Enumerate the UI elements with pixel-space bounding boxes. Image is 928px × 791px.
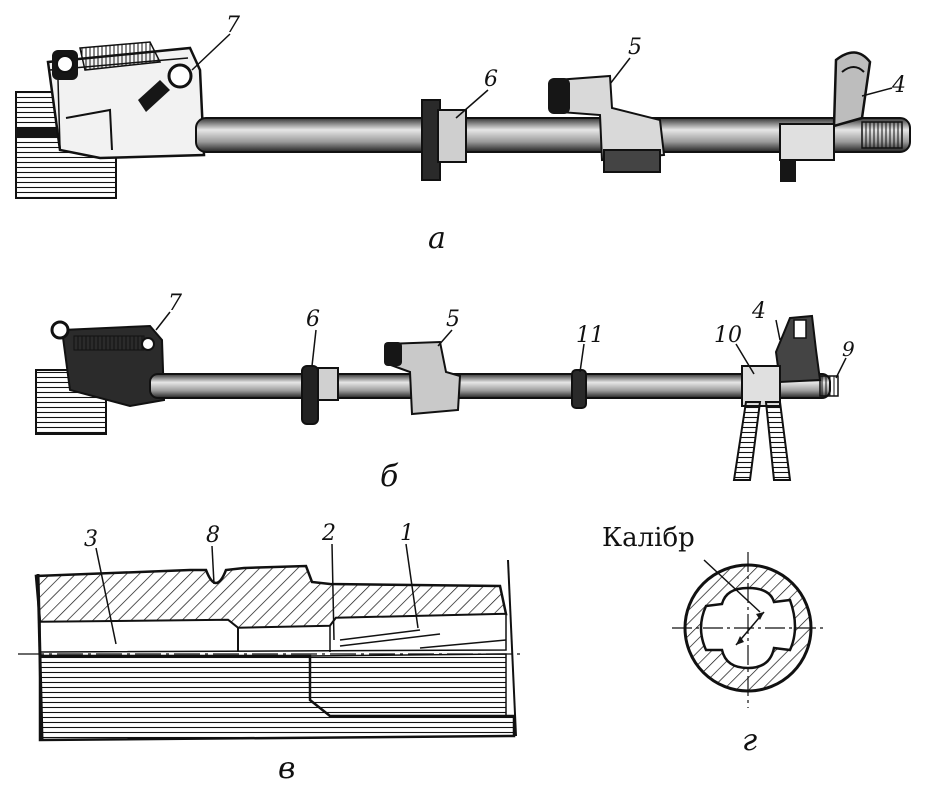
panel-v-labels: 3 8 2 1 в: [84, 521, 419, 786]
panel-a-label-6: 6: [484, 67, 498, 92]
panel-g-labels: Калібр г: [602, 523, 757, 758]
panel-b-label-7: 7: [168, 291, 182, 316]
panel-v-letter: в: [278, 751, 295, 786]
panel-b-drawing: [35, 314, 839, 481]
panel-b-label-10: 10: [714, 323, 742, 348]
panel-v-label-2: 2: [321, 521, 336, 546]
panel-b-label-9: 9: [842, 337, 855, 361]
caliber-label: Калібр: [602, 523, 695, 553]
panel-b-label-6: 6: [306, 307, 320, 332]
panel-b-letter: б: [380, 459, 399, 494]
panel-v-label-8: 8: [206, 523, 220, 548]
panel-b-label-11: 11: [576, 323, 604, 348]
panel-b-label-4: 4: [751, 299, 766, 324]
panel-a-letter: а: [428, 221, 446, 256]
panel-v-label-1: 1: [400, 521, 414, 546]
panel-a-label-5: 5: [628, 35, 642, 60]
panel-b-label-5: 5: [446, 307, 460, 332]
panel-g-letter: г: [742, 723, 757, 758]
panel-g-drawing: [672, 552, 824, 708]
panel-v-drawing: [18, 559, 524, 742]
panel-a-label-4: 4: [891, 73, 906, 98]
panel-a-label-7: 7: [226, 13, 240, 38]
panel-v-label-3: 3: [84, 527, 98, 552]
panel-a-drawing: [15, 41, 911, 199]
panel-a-labels: 7 6 5 4 а: [191, 13, 906, 256]
panel-b-labels: 7 6 5 11 10 4 9 б: [155, 291, 855, 494]
